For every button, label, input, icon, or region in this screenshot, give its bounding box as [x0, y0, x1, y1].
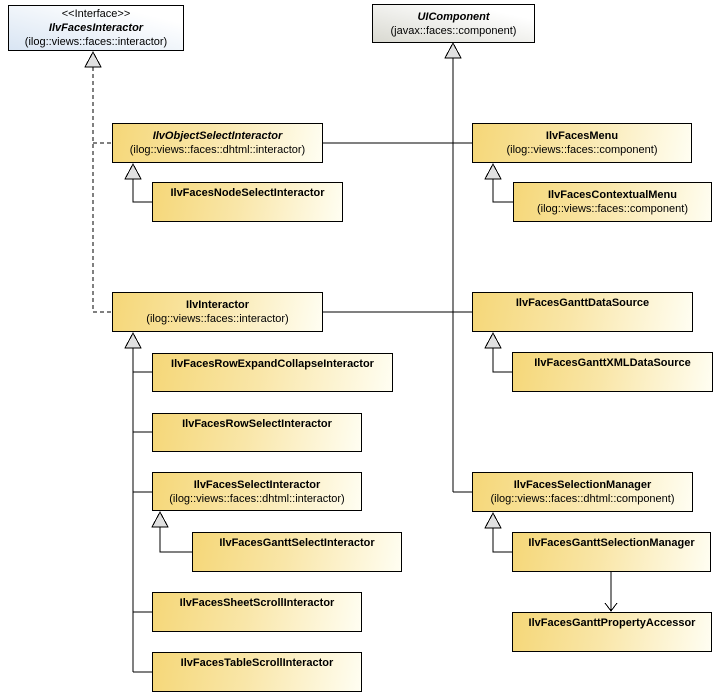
- class-name: IlvFacesGanttSelectionManager: [528, 537, 695, 549]
- class-box-ilvfacescontextualmenu[interactable]: IlvFacesContextualMenu (ilog::views::fac…: [513, 182, 712, 222]
- class-name: IlvFacesGanttPropertyAccessor: [528, 617, 696, 629]
- class-name: IlvFacesSelectInteractor: [193, 478, 321, 491]
- class-name: IlvFacesGanttDataSource: [515, 297, 650, 309]
- class-box-ilvfacesganttselectinteractor[interactable]: IlvFacesGanttSelectInteractor: [192, 532, 402, 572]
- class-box-ilvfacesganttpropertyaccessor[interactable]: IlvFacesGanttPropertyAccessor: [512, 612, 712, 652]
- class-box-ilvfacesganttxmldatasource[interactable]: IlvFacesGanttXMLDataSource: [512, 352, 713, 392]
- uicomponent-generalization-edges: [323, 41, 472, 493]
- class-box-ilvfacesrowexpandcollapseinteractor[interactable]: IlvFacesRowExpandCollapseInteractor: [152, 353, 393, 392]
- open-arrowhead-icon: [604, 602, 618, 612]
- class-name: IlvFacesSheetScrollInteractor: [179, 597, 335, 609]
- hollow-triangle-icon: [444, 41, 462, 59]
- class-box-ilvfacesselectinteractor[interactable]: IlvFacesSelectInteractor (ilog::views::f…: [152, 472, 362, 511]
- class-box-ilvfacesselectionmanager[interactable]: IlvFacesSelectionManager (ilog::views::f…: [472, 472, 693, 512]
- class-name: IlvObjectSelectInteractor: [152, 130, 283, 142]
- interactor-children-edges: [124, 331, 152, 673]
- realization-edges: [84, 50, 112, 313]
- hollow-triangle-icon: [151, 510, 169, 528]
- class-package: (ilog::views::faces::dhtml::interactor): [169, 492, 345, 505]
- class-box-uicomponent[interactable]: UIComponent (javax::faces::component): [372, 4, 535, 43]
- edge-nodeselect: [124, 162, 152, 203]
- class-name: IlvFacesMenu: [545, 130, 619, 142]
- class-box-ilvfacesnodeselectinteractor[interactable]: IlvFacesNodeSelectInteractor: [152, 182, 343, 222]
- class-package: (ilog::views::faces::interactor): [146, 313, 289, 325]
- class-name: IlvFacesGanttXMLDataSource: [534, 357, 691, 369]
- class-package: (ilog::views::faces::component): [506, 144, 658, 156]
- edge-contextualmenu: [484, 162, 513, 203]
- hollow-triangle-icon: [124, 331, 142, 349]
- class-box-ilvfacestablescrollinteractor[interactable]: IlvFacesTableScrollInteractor: [152, 652, 362, 692]
- class-box-ilvfacesganttdatasource[interactable]: IlvFacesGanttDataSource: [472, 292, 693, 332]
- edge-line: [492, 528, 512, 553]
- class-box-ilvfacesrowselectinteractor[interactable]: IlvFacesRowSelectInteractor: [152, 413, 362, 452]
- class-box-ilvfacesganttselectionmanager[interactable]: IlvFacesGanttSelectionManager: [512, 532, 711, 572]
- class-package: (ilog::views::faces::interactor): [24, 36, 168, 48]
- class-name: IlvFacesGanttSelectInteractor: [219, 537, 375, 549]
- class-name: IlvFacesContextualMenu: [548, 189, 677, 201]
- class-name: IlvFacesNodeSelectInteractor: [170, 187, 325, 199]
- edge-line: [159, 527, 192, 553]
- edge-line: [132, 179, 152, 203]
- hollow-triangle-icon: [484, 511, 502, 529]
- class-package: (ilog::views::faces::dhtml::component): [490, 493, 675, 505]
- hollow-triangle-icon: [484, 331, 502, 349]
- class-name: IlvFacesRowSelectInteractor: [182, 418, 332, 430]
- edge-ganttxmldatasource: [484, 331, 512, 373]
- class-name: IlvFacesTableScrollInteractor: [180, 657, 334, 669]
- hollow-triangle-icon: [84, 50, 102, 68]
- edge-association-propertyaccessor: [604, 572, 618, 612]
- class-box-ilvfacesmenu[interactable]: IlvFacesMenu (ilog::views::faces::compon…: [472, 123, 692, 163]
- class-package: (ilog::views::faces::dhtml::interactor): [129, 144, 306, 156]
- class-name: UIComponent: [417, 10, 490, 23]
- class-box-ilvobjectselectinteractor[interactable]: IlvObjectSelectInteractor (ilog::views::…: [112, 123, 323, 163]
- stereotype-label: <<Interface>>: [61, 8, 131, 20]
- class-name: IlvFacesRowExpandCollapseInteractor: [171, 358, 374, 370]
- class-box-ilvfacessheetscrollinteractor[interactable]: IlvFacesSheetScrollInteractor: [152, 592, 362, 632]
- class-package: (ilog::views::faces::component): [536, 203, 688, 215]
- edge-ganttselectinteractor: [151, 510, 192, 553]
- class-box-ilvfacesinteractor[interactable]: <<Interface>> IlvFacesInteractor (ilog::…: [8, 5, 184, 51]
- class-package: (javax::faces::component): [390, 24, 517, 37]
- class-box-ilvinteractor[interactable]: IlvInteractor (ilog::views::faces::inter…: [112, 292, 323, 332]
- class-name: IlvFacesInteractor: [48, 22, 144, 34]
- class-name: IlvInteractor: [186, 299, 249, 311]
- edge-line: [492, 179, 513, 203]
- class-name: IlvFacesSelectionManager: [513, 479, 652, 491]
- hollow-triangle-icon: [484, 162, 502, 180]
- edge-line: [492, 348, 512, 373]
- edge-ganttselectionmanager: [484, 511, 512, 553]
- hollow-triangle-icon: [124, 162, 142, 180]
